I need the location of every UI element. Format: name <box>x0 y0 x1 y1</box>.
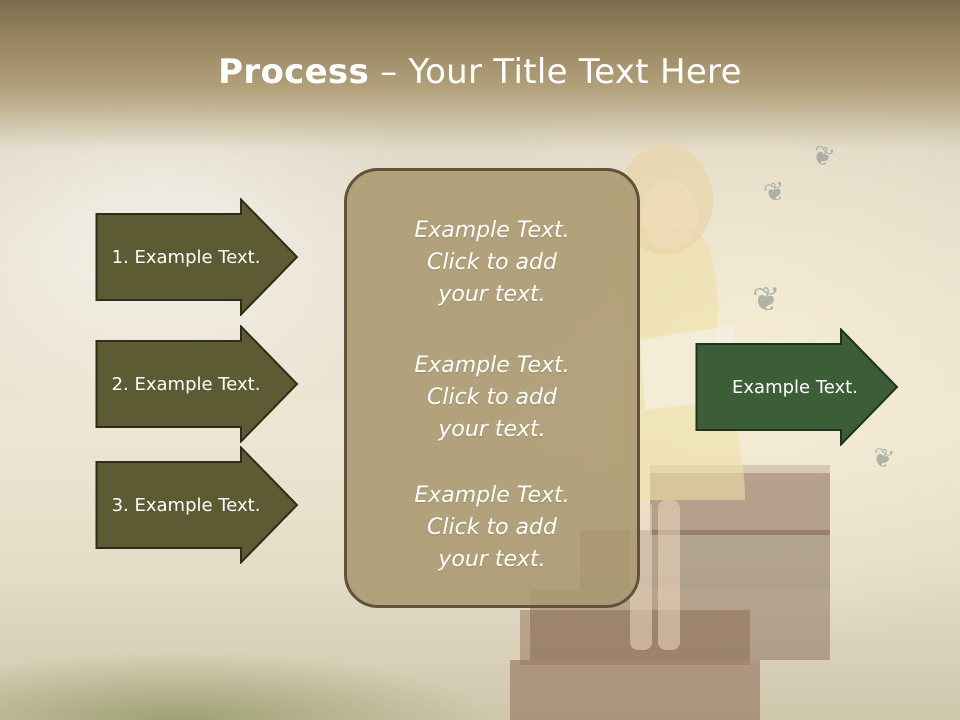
center-text-line: Example Text. <box>414 218 570 243</box>
butterfly-icon: ❦ <box>752 280 781 320</box>
center-text-line: Example Text. <box>414 353 570 378</box>
title-band <box>0 0 960 150</box>
center-text-line: Click to add <box>427 515 557 540</box>
step-arrow-2[interactable]: 2. Example Text. <box>95 325 300 443</box>
step-arrow-1[interactable]: 1. Example Text. <box>95 198 300 316</box>
step-arrow-label: 2. Example Text. <box>111 373 261 395</box>
center-text-item-1[interactable]: Example Text. Click to add your text. <box>347 215 637 311</box>
center-text-line: your text. <box>438 417 546 442</box>
result-arrow[interactable]: Example Text. <box>695 328 900 446</box>
center-text-line: Click to add <box>427 250 557 275</box>
background-grass <box>0 610 520 720</box>
center-text-line: Click to add <box>427 385 557 410</box>
title-rest: – Your Title Text Here <box>369 52 742 92</box>
step-arrow-label: 3. Example Text. <box>111 494 261 516</box>
center-text-line: your text. <box>438 282 546 307</box>
step-arrow-3[interactable]: 3. Example Text. <box>95 446 300 564</box>
step-arrow-label: 1. Example Text. <box>111 246 261 268</box>
title-bold: Process <box>218 52 370 92</box>
result-arrow-label: Example Text. <box>732 376 858 398</box>
center-text-item-2[interactable]: Example Text. Click to add your text. <box>347 350 637 446</box>
center-text-item-3[interactable]: Example Text. Click to add your text. <box>347 480 637 576</box>
center-text-box[interactable]: Example Text. Click to add your text. Ex… <box>344 168 640 608</box>
slide-title[interactable]: Process – Your Title Text Here <box>0 52 960 92</box>
center-text-line: your text. <box>438 547 546 572</box>
center-text-line: Example Text. <box>414 483 570 508</box>
